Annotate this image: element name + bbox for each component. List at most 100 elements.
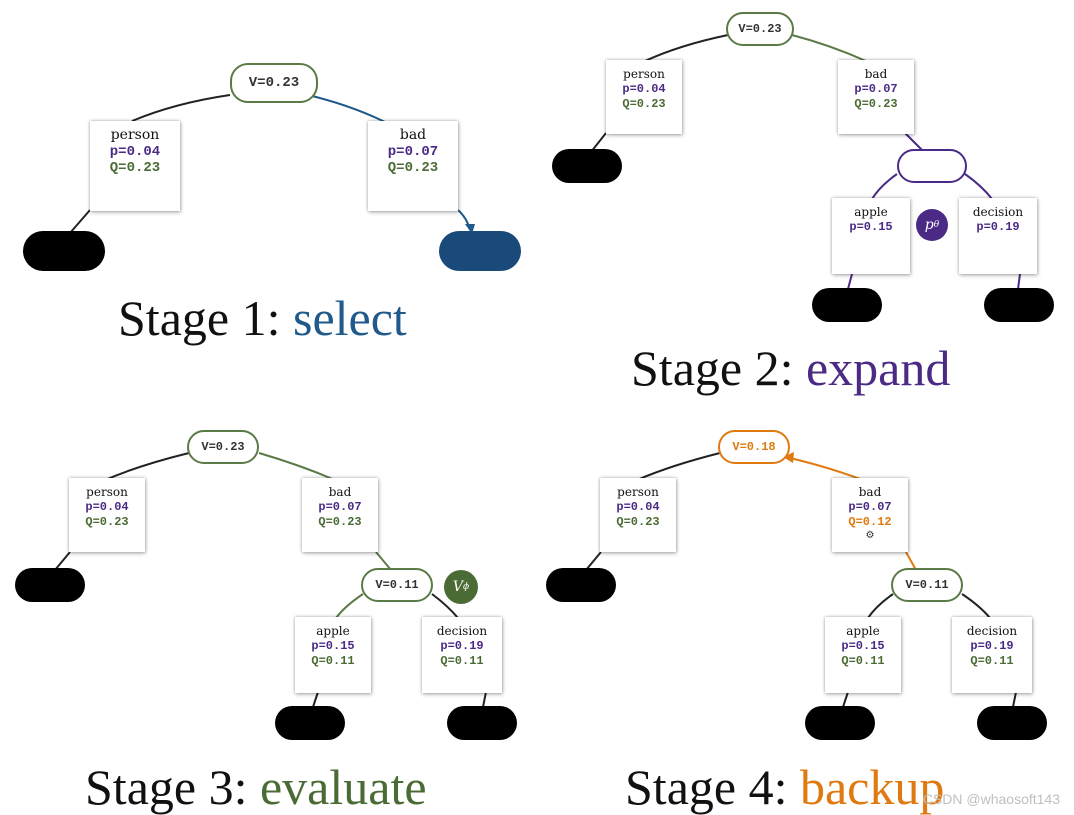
s4-title: Stage 4: backup xyxy=(625,762,944,812)
s2-decision-word: decision xyxy=(972,205,1024,219)
s3-bad-p: p=0.07 xyxy=(318,500,362,514)
s3-edge-mid-childright xyxy=(431,593,459,619)
s3-title-word: evaluate xyxy=(259,759,427,815)
s3-person-word: person xyxy=(86,485,128,499)
s1-person-q: Q=0.23 xyxy=(109,160,161,176)
s3-leaf-apple xyxy=(275,706,345,740)
s4-person-p: p=0.04 xyxy=(616,500,660,514)
s4-leaf-apple xyxy=(805,706,875,740)
s3-badge-sub: ϕ xyxy=(462,582,470,592)
s4-edge-childright-leaf xyxy=(1012,691,1017,708)
s2-bad-q: Q=0.23 xyxy=(854,97,898,111)
s1-node-bad: bad p=0.07 Q=0.23 xyxy=(368,121,458,211)
s2-edge-childright-leaf xyxy=(1017,273,1021,290)
s4-leaf-decision xyxy=(977,706,1047,740)
s3-edge-root-left xyxy=(104,452,190,481)
s3-leaf-decision xyxy=(447,706,517,740)
s2-apple-p: p=0.15 xyxy=(849,220,893,234)
s3-leaf-person xyxy=(15,568,85,602)
s2-person-word: person xyxy=(623,67,665,81)
s2-title-word: expand xyxy=(805,340,951,396)
s2-person-q: Q=0.23 xyxy=(622,97,666,111)
s1-title: Stage 1: select xyxy=(118,293,407,343)
s4-bad-p: p=0.07 xyxy=(848,500,892,514)
s3-bad-q: Q=0.23 xyxy=(318,515,362,529)
s1-bad-word: bad xyxy=(399,127,427,143)
s2-edge-childleft-leaf xyxy=(847,273,853,290)
s2-apple-word: apple xyxy=(854,205,888,219)
s3-apple-word: apple xyxy=(316,624,350,638)
s2-badge-symbol: p xyxy=(924,217,934,233)
s4-person-word: person xyxy=(617,485,659,499)
s1-person-p: p=0.04 xyxy=(109,144,161,160)
s2-title-prefix: Stage 2: xyxy=(631,340,794,396)
s3-edge-mid-childleft xyxy=(335,593,364,619)
s1-node-person: person p=0.04 Q=0.23 xyxy=(90,121,180,211)
s2-edge-root-right xyxy=(791,34,867,62)
s3-person-q: Q=0.23 xyxy=(85,515,129,529)
s4-edge-left-leaf xyxy=(585,551,602,571)
s4-title-prefix: Stage 4: xyxy=(625,759,788,815)
s3-apple-q: Q=0.11 xyxy=(311,654,355,668)
s2-leaf-decision xyxy=(984,288,1054,322)
s4-person-q: Q=0.23 xyxy=(616,515,660,529)
s4-bad-q: Q=0.12 xyxy=(848,515,892,529)
s3-edge-left-leaf xyxy=(54,551,71,571)
s4-edge-root-left xyxy=(636,452,721,481)
s4-apple-p: p=0.15 xyxy=(841,639,885,653)
s1-title-prefix: Stage 1: xyxy=(118,290,281,346)
s1-bad-q: Q=0.23 xyxy=(387,160,439,176)
s3-edge-root-right xyxy=(258,452,336,481)
s3-mid-value-node: V=0.11 xyxy=(361,568,433,602)
s4-node-decision: decision p=0.19 Q=0.11 xyxy=(952,617,1032,693)
s3-decision-p: p=0.19 xyxy=(440,639,484,653)
s4-node-apple: apple p=0.15 Q=0.11 xyxy=(825,617,901,693)
s2-decision-p: p=0.19 xyxy=(976,220,1020,234)
s1-title-word: select xyxy=(292,290,407,346)
s4-arrow-head xyxy=(783,452,794,463)
s1-root-value-node: V=0.23 xyxy=(230,63,318,103)
s2-leaf-apple xyxy=(812,288,882,322)
s2-edge-left-leaf xyxy=(590,132,607,153)
s2-root-value-node: V=0.23 xyxy=(726,12,794,46)
s3-title: Stage 3: evaluate xyxy=(85,762,427,812)
s3-node-apple: apple p=0.15 Q=0.11 xyxy=(295,617,371,693)
s1-person-word: person xyxy=(110,127,160,143)
s2-node-bad: bad p=0.07 Q=0.23 xyxy=(838,60,914,134)
s4-node-bad: bad p=0.07 Q=0.12 ⚙ xyxy=(832,478,908,552)
s4-decision-q: Q=0.11 xyxy=(970,654,1014,668)
s2-edge-root-left xyxy=(644,34,729,62)
s2-edge-right-mid xyxy=(904,132,923,151)
s2-bad-p: p=0.07 xyxy=(854,82,898,96)
s2-node-decision: decision p=0.19 xyxy=(959,198,1037,274)
s3-person-p: p=0.04 xyxy=(85,500,129,514)
s2-expanded-node xyxy=(897,149,967,183)
s1-edge-root-right xyxy=(307,94,386,123)
s2-leaf-person xyxy=(552,149,622,183)
s2-bad-word: bad xyxy=(864,67,888,81)
s4-decision-word: decision xyxy=(966,624,1018,638)
s1-bad-p: p=0.07 xyxy=(387,144,439,160)
s4-apple-q: Q=0.11 xyxy=(841,654,885,668)
s2-node-person: person p=0.04 Q=0.23 xyxy=(606,60,682,134)
s2-edge-mid-childleft xyxy=(871,173,898,200)
watermark: CSDN @whaosoft143 xyxy=(922,791,1060,807)
s3-edge-childleft-leaf xyxy=(312,691,319,708)
s3-node-bad: bad p=0.07 Q=0.23 xyxy=(302,478,378,552)
s4-title-word: backup xyxy=(799,759,945,815)
s3-edge-childright-leaf xyxy=(482,691,487,708)
s4-leaf-person xyxy=(546,568,616,602)
s3-title-prefix: Stage 3: xyxy=(85,759,248,815)
s2-node-apple: apple p=0.15 xyxy=(832,198,910,274)
s4-edge-mid-childleft xyxy=(867,593,894,619)
s3-apple-p: p=0.15 xyxy=(311,639,355,653)
s4-edge-right-mid xyxy=(905,551,917,571)
s2-badge-sub: θ xyxy=(933,220,940,230)
s2-person-p: p=0.04 xyxy=(622,82,666,96)
s3-node-person: person p=0.04 Q=0.23 xyxy=(69,478,145,552)
s4-bad-word: bad xyxy=(858,485,882,499)
s4-edge-mid-childright xyxy=(961,593,991,619)
